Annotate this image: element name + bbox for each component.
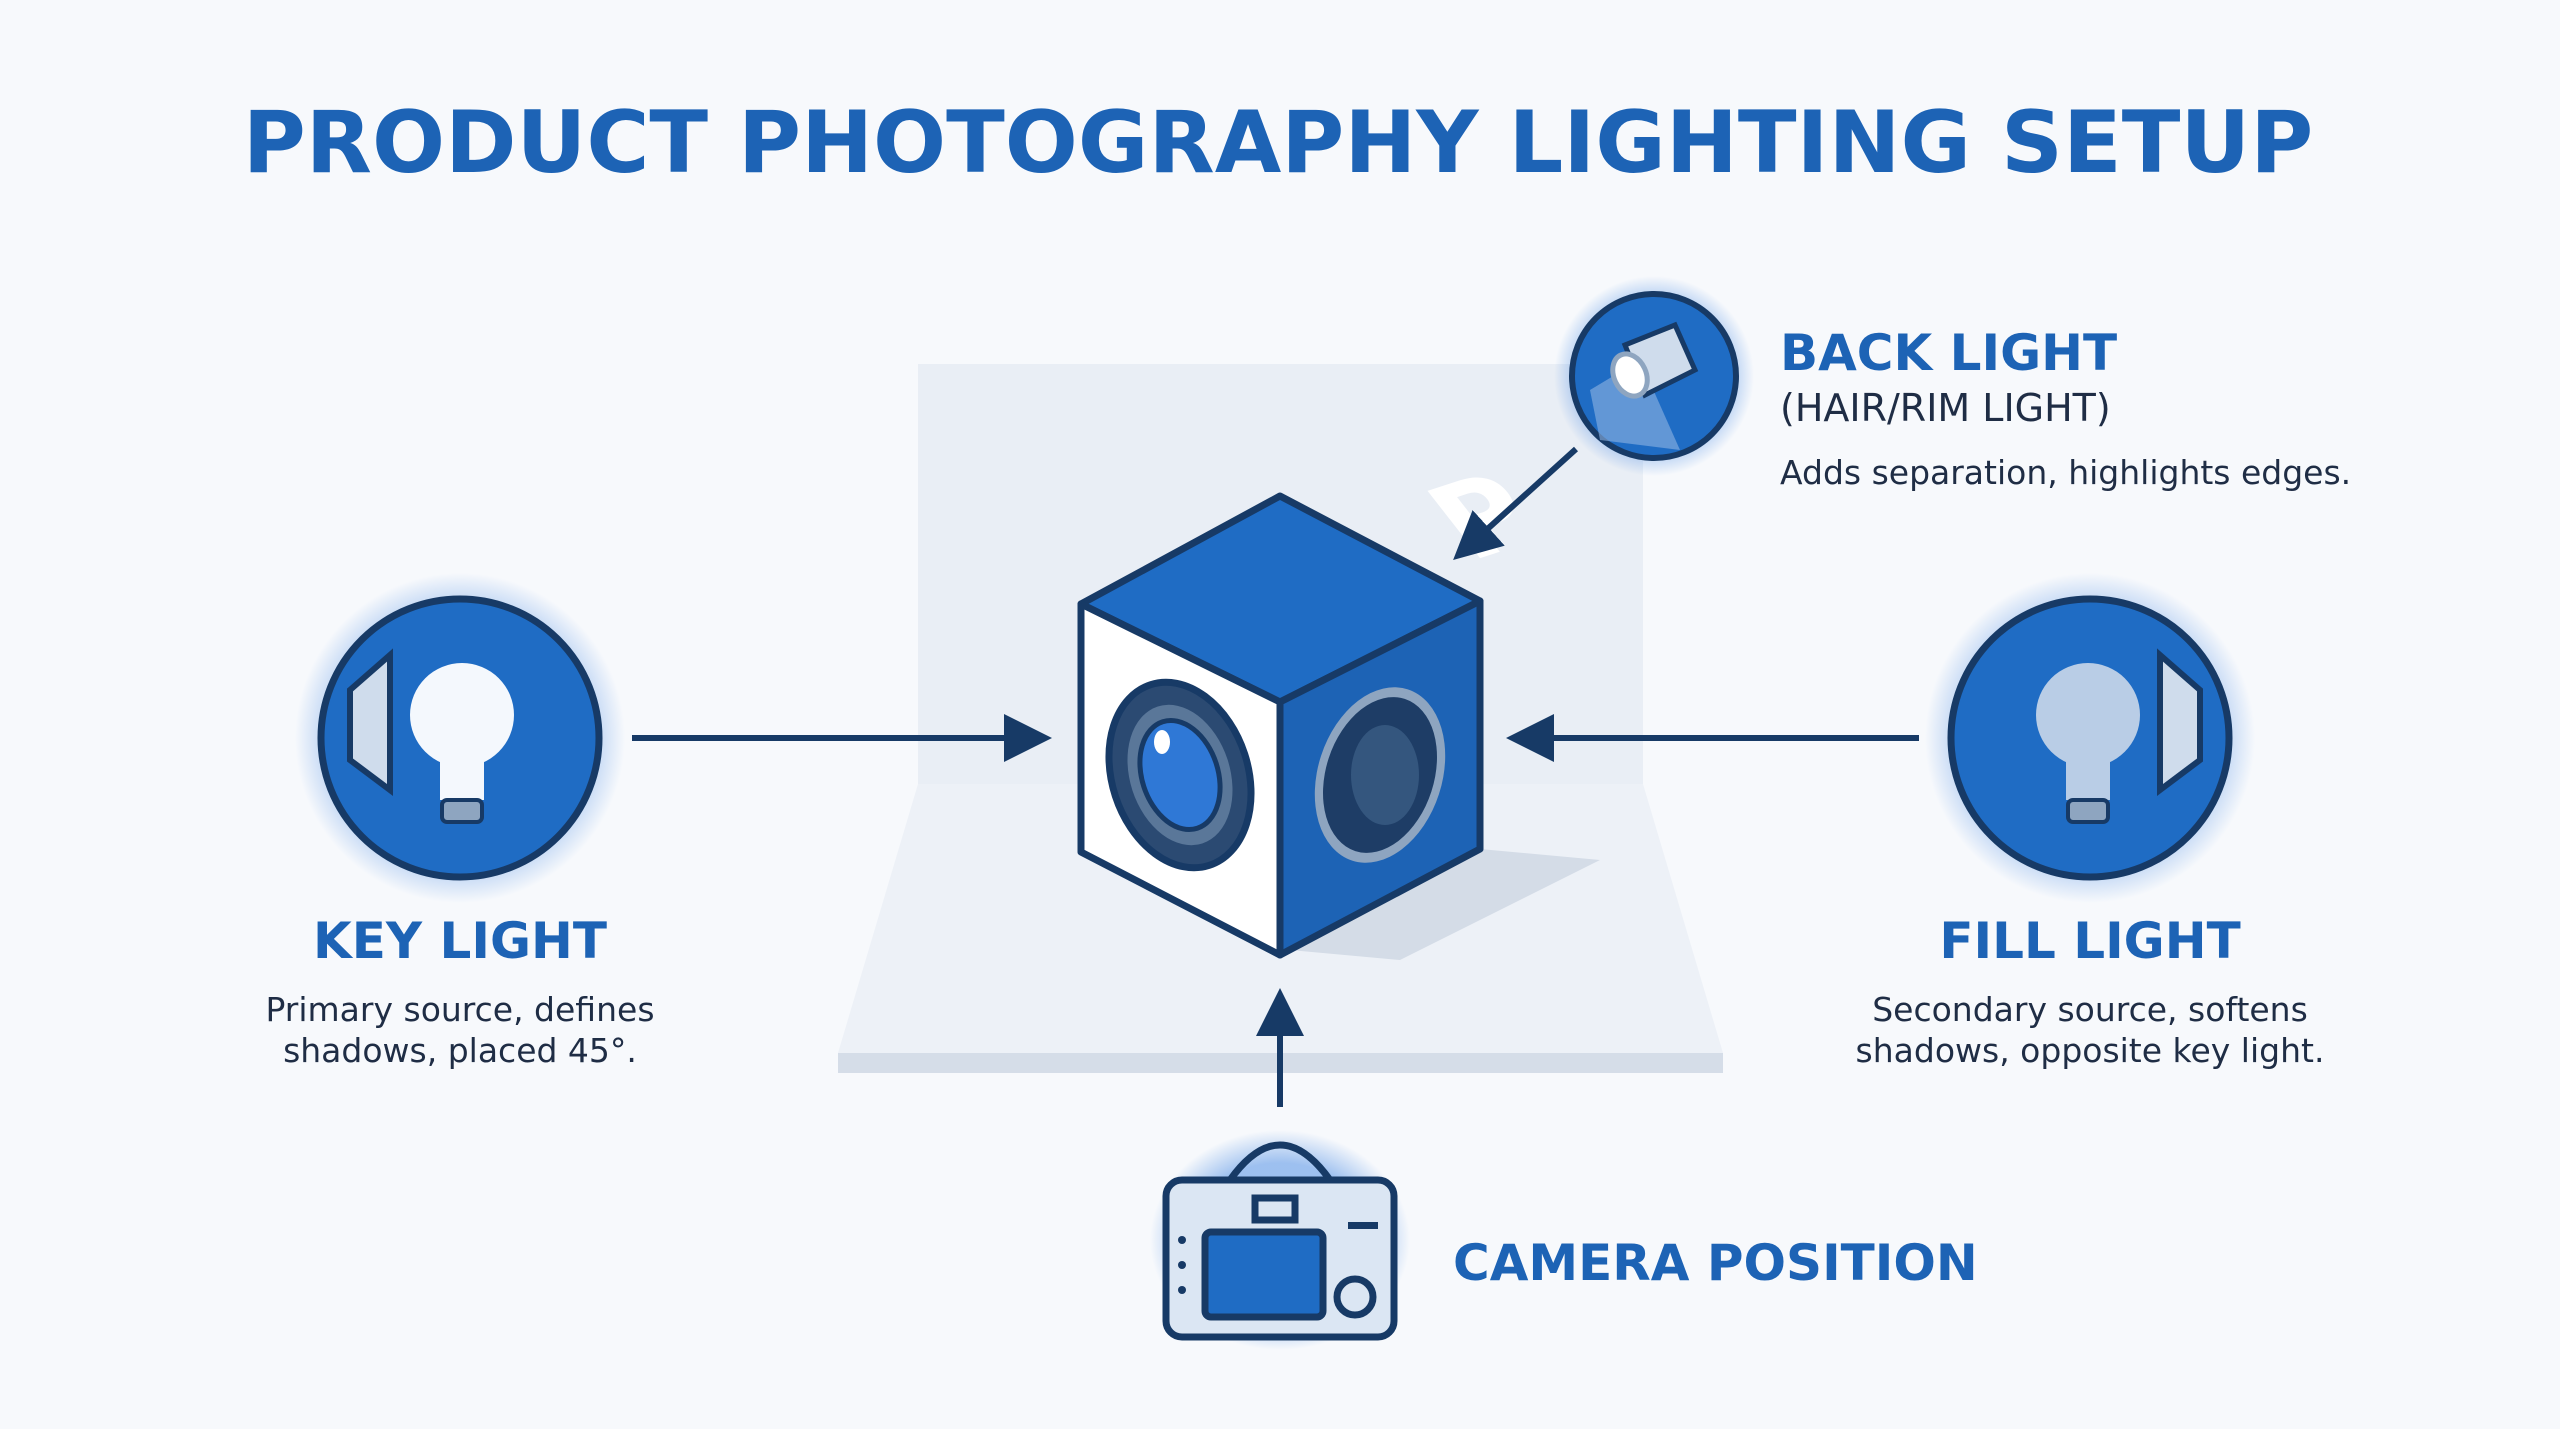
key-light-icon (295, 573, 625, 903)
camera-position-label: CAMERA POSITION (1453, 1234, 1978, 1292)
cube-shadow (1290, 849, 1600, 960)
fill-light-label: FILL LIGHT (1939, 912, 2240, 970)
back-light-sublabel: (HAIR/RIM LIGHT) (1780, 386, 2111, 430)
fill-light-icon (1925, 573, 2255, 903)
product-cube-icon: P (1077, 451, 1564, 959)
camera-icon (1150, 1130, 1410, 1350)
fill-light-desc-2: shadows, opposite key light. (1856, 1031, 2325, 1070)
back-light-icon (1554, 276, 1754, 476)
back-light-arrow (1453, 446, 1579, 561)
back-light-desc: Adds separation, highlights edges. (1780, 453, 2351, 492)
back-light-label: BACK LIGHT (1780, 324, 2117, 382)
page-title: PRODUCT PHOTOGRAPHY LIGHTING SETUP (243, 93, 2314, 193)
fill-light-desc-1: Secondary source, softens (1872, 990, 2308, 1029)
key-light-desc-2: shadows, placed 45°. (283, 1031, 637, 1070)
key-light-label: KEY LIGHT (313, 912, 607, 970)
key-light-desc-1: Primary source, defines (265, 990, 654, 1029)
